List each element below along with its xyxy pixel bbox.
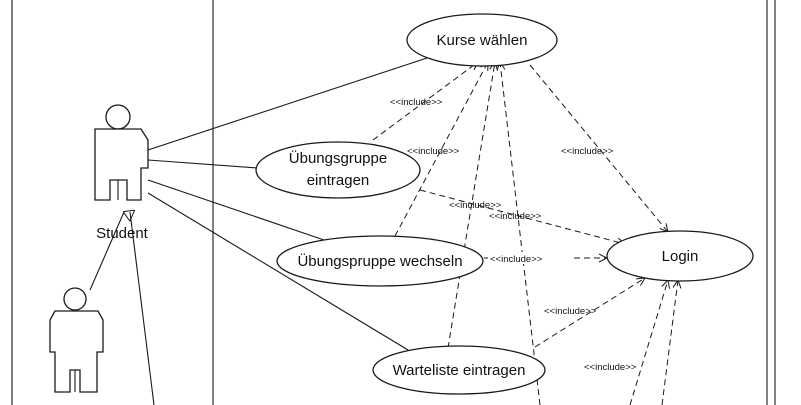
use-case-kurse-waehlen: Kurse wählen: [406, 13, 558, 67]
include-label: <<include>>: [407, 146, 460, 157]
include-bottom-login-1: [629, 280, 668, 405]
include-uebungsgruppe-kurse: [372, 62, 478, 141]
association-wechseln: [147, 179, 325, 241]
generalization-line-2: [129, 211, 155, 405]
include-label: <<include>>: [561, 146, 614, 157]
association-kurse: [147, 56, 431, 151]
include-warteliste-kurse: [447, 62, 495, 349]
use-case-uebungspruppe-wechseln: Übungspruppe wechseln: [276, 235, 484, 287]
actor-head: [105, 104, 131, 130]
use-case-label: Übungspruppe wechseln: [297, 252, 462, 270]
use-case-label: Kurse wählen: [437, 32, 528, 49]
include-label: <<include>>: [390, 97, 443, 108]
use-case-warteliste-eintragen: Warteliste eintragen: [372, 345, 546, 395]
include-label: <<include>>: [449, 200, 502, 211]
include-label-background: [488, 252, 574, 264]
include-label: <<include>>: [490, 254, 543, 265]
use-case-label: Login: [662, 248, 699, 265]
actor-student: Student: [94, 104, 149, 242]
actor-label: Student: [96, 225, 149, 242]
include-bottom-kurse: [500, 62, 541, 405]
include-kurse-login: [529, 64, 668, 232]
actor-head: [63, 287, 87, 311]
include-bottom-login-2: [661, 280, 678, 405]
use-case-ellipse: [406, 13, 558, 67]
use-case-label-line2: eintragen: [307, 172, 370, 189]
use-case-ellipse: [276, 235, 484, 287]
use-case-uebungsgruppe-eintragen: Übungsgruppe eintragen: [255, 141, 421, 199]
association-warteliste: [147, 192, 409, 351]
use-case-label-line1: Übungsgruppe: [289, 149, 387, 167]
actor-body: [49, 310, 104, 393]
association-uebungsgruppe: [147, 159, 259, 169]
use-case-ellipse: [606, 230, 754, 282]
include-label: <<include>>: [584, 362, 637, 373]
actor-body: [94, 128, 149, 201]
use-case-label: Warteliste eintragen: [393, 362, 526, 379]
generalization-line: [89, 212, 124, 291]
include-uebungsgruppe-login: [419, 189, 625, 244]
actor-secondary: [49, 287, 104, 393]
use-case-ellipse: [255, 141, 421, 199]
include-label: <<include>>: [489, 211, 542, 222]
use-case-login: Login: [606, 230, 754, 282]
include-warteliste-login: [534, 278, 645, 348]
include-label: <<include>>: [544, 306, 597, 317]
include-wechseln-kurse: [394, 62, 488, 237]
use-case-ellipse: [372, 345, 546, 395]
